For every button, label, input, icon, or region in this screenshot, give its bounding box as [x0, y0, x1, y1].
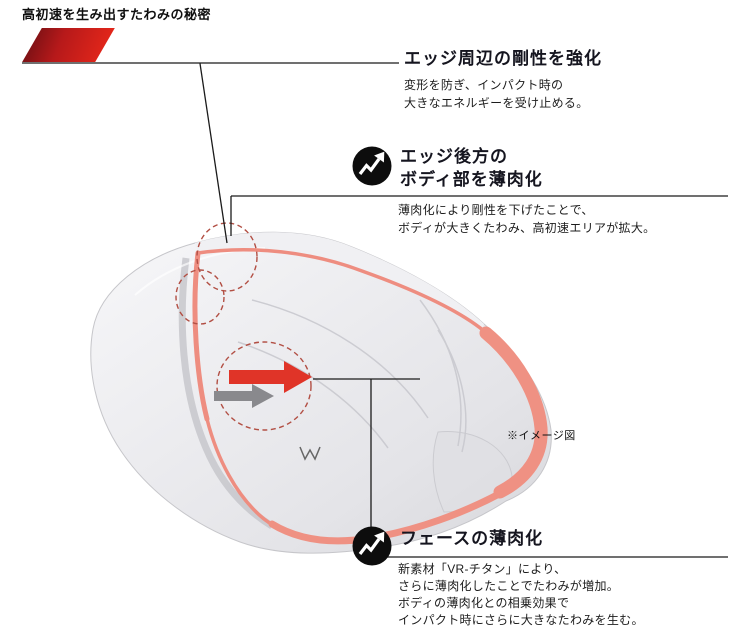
callout-edge-rigidity-title: エッジ周辺の剛性を強化: [404, 49, 602, 68]
callout-face-thinning-desc: 新素材「VR-チタン」により、 さらに薄肉化したことでたわみが増加。 ボディの薄…: [398, 561, 644, 629]
flex-arrow-icon: [352, 146, 392, 186]
desc-line: 薄肉化により剛性を下げたことで、: [398, 203, 594, 217]
dashed-circle-edge-top: [196, 222, 258, 292]
callout-body-thinning-title: エッジ後方の ボディ部を薄肉化: [400, 145, 543, 191]
desc-line: 新素材「VR-チタン」により、: [398, 562, 567, 576]
title-line: ボディ部を薄肉化: [400, 170, 543, 189]
desc-line: ボディの薄肉化との相乗効果で: [398, 596, 570, 610]
dashed-circle-face: [216, 341, 312, 431]
weld-mark: [299, 446, 321, 461]
flex-arrow-gray: [214, 384, 274, 408]
dashed-focus-circles: [175, 222, 312, 431]
face-contour-lines: [237, 299, 467, 453]
flex-direction-arrows: [214, 361, 312, 408]
desc-line: 大きなエネルギーを受け止める。: [404, 96, 589, 110]
callout-body-thinning-desc: 薄肉化により剛性を下げたことで、 ボディが大きくたわみ、高初速エリアが拡大。: [398, 201, 655, 237]
club-head-body: [90, 231, 552, 554]
leader-line-edge-rigidity-drop: [199, 63, 228, 244]
image-note-label: ※イメージ図: [507, 430, 576, 442]
desc-line: 変形を防ぎ、インパクト時の: [404, 78, 564, 92]
title-line: エッジ後方の: [400, 147, 508, 166]
dashed-circle-edge-lower: [175, 269, 225, 325]
flex-arrow-icon: [352, 526, 392, 566]
page-title: 高初速を生み出すたわみの秘密: [22, 7, 212, 22]
callout-face-thinning-title: フェースの薄肉化: [400, 529, 544, 548]
desc-line: ボディが大きくたわみ、高初速エリアが拡大。: [398, 221, 656, 235]
desc-line: さらに薄肉化したことでたわみが増加。: [398, 579, 620, 593]
leader-lines: [22, 62, 728, 558]
flex-arrow-red: [229, 361, 312, 393]
desc-line: インパクト時にさらに大きなたわみを生む。: [398, 613, 644, 627]
callout-edge-rigidity-desc: 変形を防ぎ、インパクト時の 大きなエネルギーを受け止める。: [404, 76, 589, 112]
